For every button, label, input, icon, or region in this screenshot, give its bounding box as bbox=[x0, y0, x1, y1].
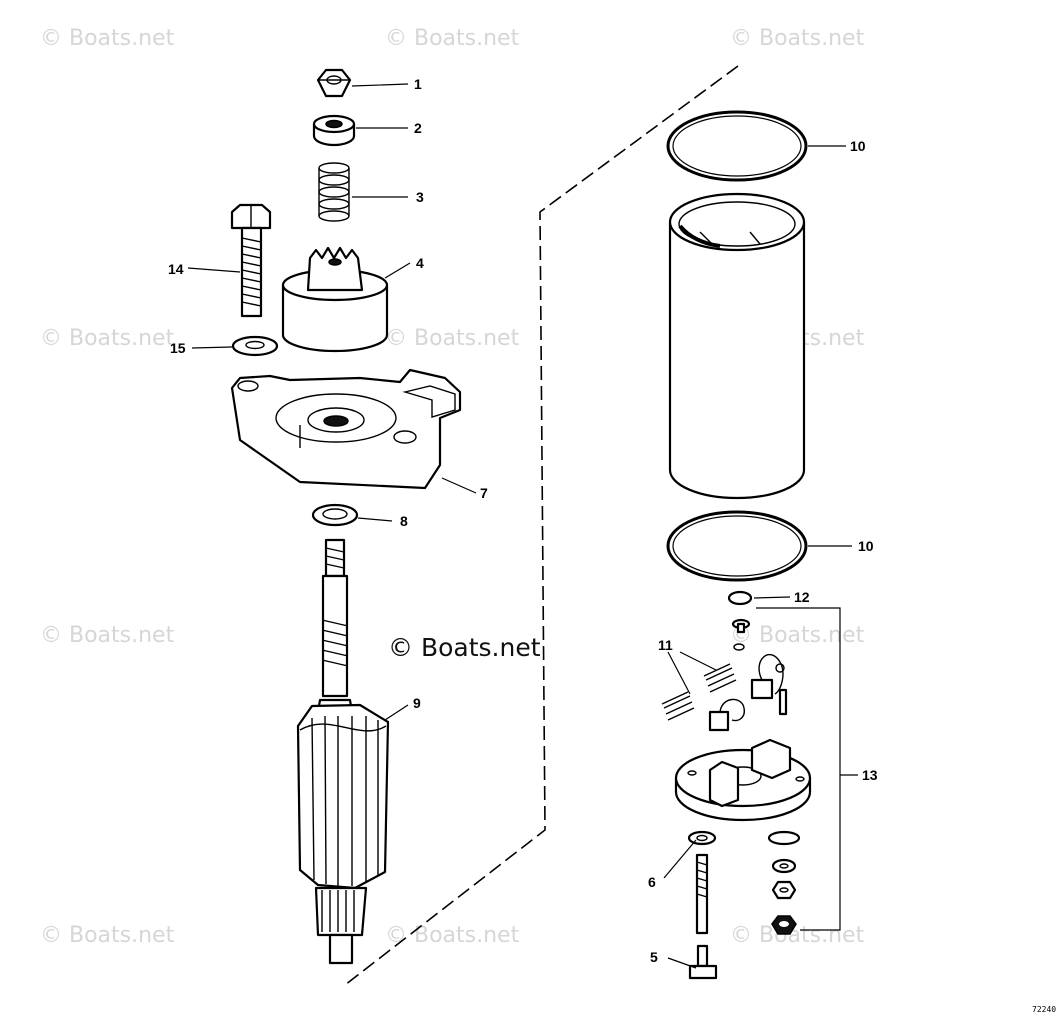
watermark-center: © Boats.net bbox=[388, 633, 541, 662]
callout-9: 9 bbox=[413, 695, 421, 711]
part-7-drive-end-cap bbox=[230, 368, 462, 490]
part-11-brush-spring-2 bbox=[661, 691, 695, 721]
leader-lines bbox=[187, 83, 858, 969]
part-13-hardware-stack bbox=[767, 830, 801, 935]
watermark: © Boats.net bbox=[385, 923, 520, 948]
callout-13: 13 bbox=[862, 767, 878, 783]
watermark: © Boats.net bbox=[730, 923, 865, 948]
brush-with-lead-right bbox=[750, 653, 788, 716]
watermark: © Boats.net bbox=[40, 923, 175, 948]
part-5-screw bbox=[688, 944, 718, 980]
part-11-brush-spring-1 bbox=[703, 663, 737, 693]
part-15-washer bbox=[231, 335, 279, 357]
brush-screw bbox=[731, 618, 751, 651]
part-3-spring bbox=[318, 162, 350, 222]
callout-2: 2 bbox=[414, 120, 422, 136]
callout-8: 8 bbox=[400, 513, 408, 529]
part-10-o-ring-top bbox=[666, 110, 808, 182]
part-2-collar bbox=[312, 114, 356, 147]
watermark: © Boats.net bbox=[730, 26, 865, 51]
commutator-end-plate bbox=[674, 738, 812, 822]
callout-10-top: 10 bbox=[850, 138, 866, 154]
callout-11: 11 bbox=[658, 637, 673, 653]
figure-number: 72240 bbox=[1032, 1005, 1056, 1014]
callout-labels: 1 2 3 4 5 6 7 8 9 10 10 11 12 13 14 15 7… bbox=[168, 76, 1056, 1014]
callout-7: 7 bbox=[480, 485, 488, 501]
part-4-drive-pinion bbox=[281, 246, 389, 353]
callout-1: 1 bbox=[414, 76, 422, 92]
brush-with-lead-left bbox=[708, 698, 746, 732]
watermark: © Boats.net bbox=[385, 26, 520, 51]
watermark: © Boats.net bbox=[40, 623, 175, 648]
part-12-cap bbox=[727, 590, 753, 606]
watermark: © Boats.net bbox=[385, 326, 520, 351]
callout-15: 15 bbox=[170, 340, 186, 356]
callout-3: 3 bbox=[416, 189, 424, 205]
part-1-nut bbox=[316, 68, 352, 98]
starter-frame-housing bbox=[668, 192, 806, 500]
part-14-bolt bbox=[230, 203, 272, 318]
watermark: © Boats.net bbox=[40, 26, 175, 51]
part-8-washer bbox=[311, 503, 359, 527]
callout-10-bottom: 10 bbox=[858, 538, 874, 554]
callout-4: 4 bbox=[416, 255, 424, 271]
watermark-layer: © Boats.net © Boats.net © Boats.net © Bo… bbox=[40, 26, 865, 948]
assembly-boundary-dashed-line bbox=[344, 65, 739, 986]
part-9-armature bbox=[296, 538, 390, 965]
callout-6: 6 bbox=[648, 874, 656, 890]
watermark: © Boats.net bbox=[730, 623, 865, 648]
callout-14: 14 bbox=[168, 261, 184, 277]
callout-12: 12 bbox=[794, 589, 810, 605]
part-10-o-ring-bottom bbox=[666, 510, 808, 582]
callout-5: 5 bbox=[650, 949, 658, 965]
watermark: © Boats.net bbox=[40, 326, 175, 351]
part-6-stud bbox=[687, 830, 717, 935]
